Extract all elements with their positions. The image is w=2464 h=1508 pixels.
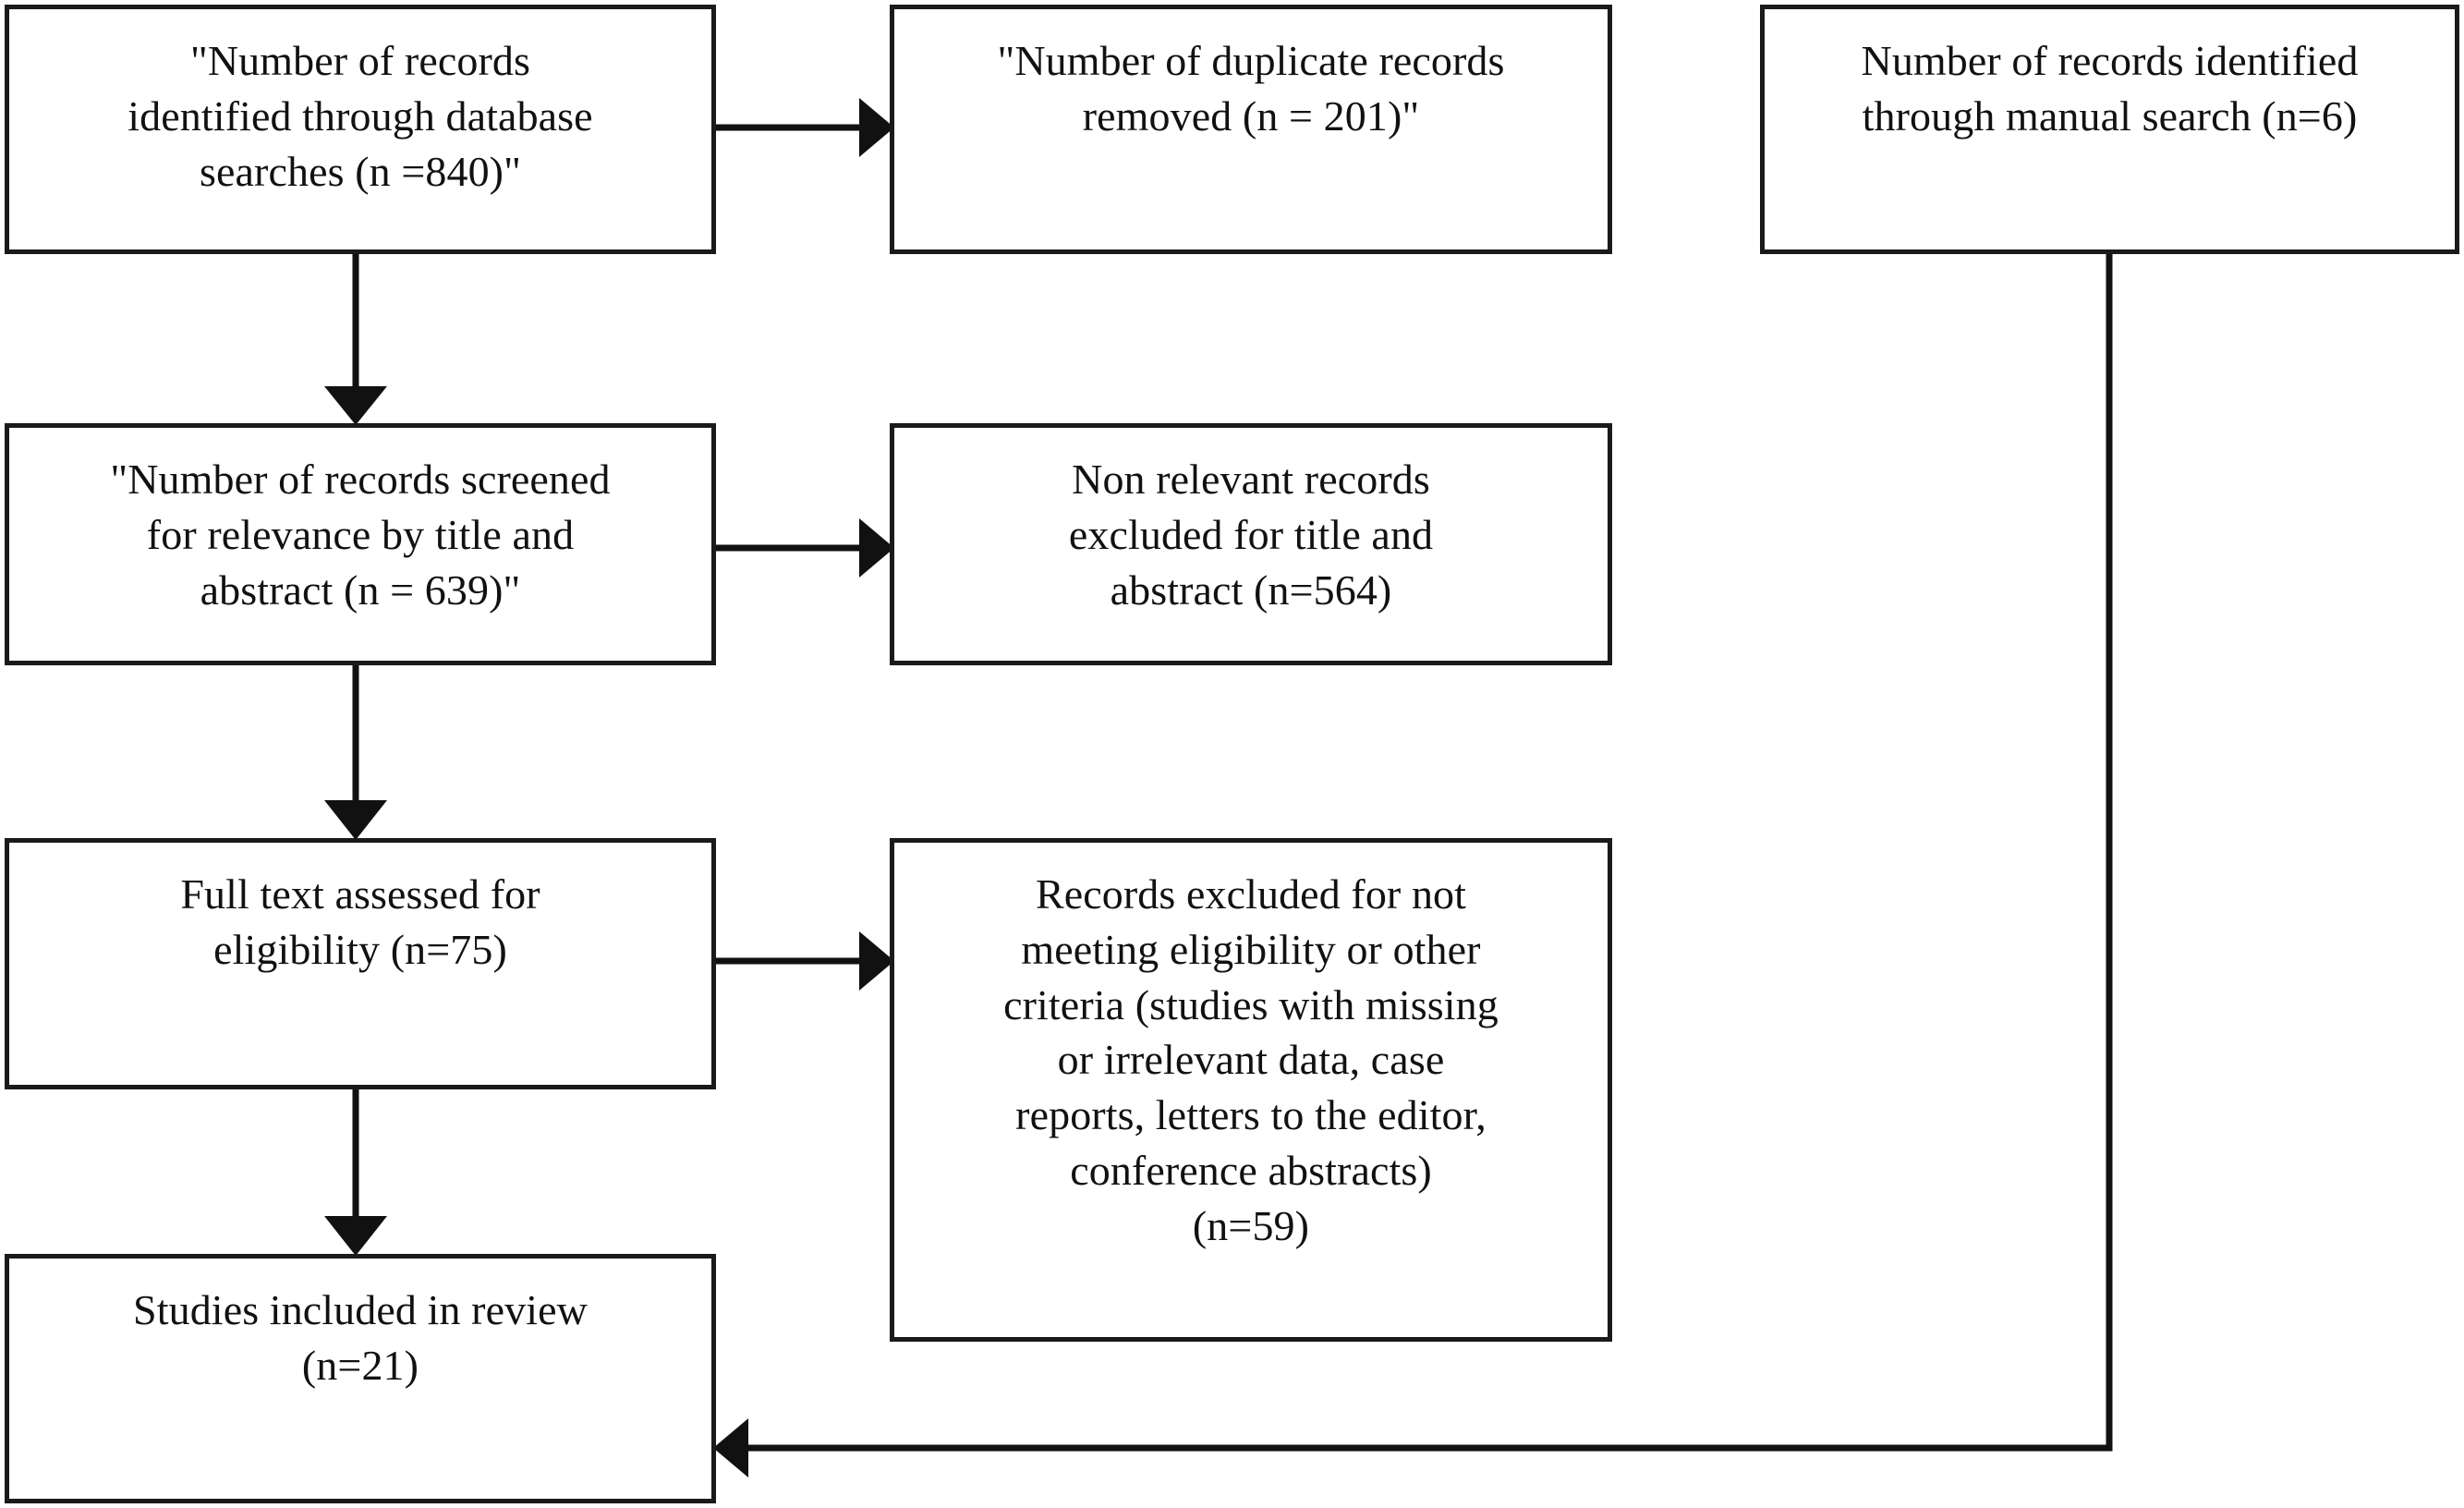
box-records-screened: "Number of records screened for relevanc… (5, 423, 716, 665)
connector-fulltext-to-included (324, 1089, 387, 1256)
connector-db-search-to-screened (324, 254, 387, 425)
box-records-excluded-eligibility: Records excluded for not meeting eligibi… (890, 838, 1612, 1342)
connector-screened-to-fulltext (324, 665, 387, 840)
connector-screened-to-nonrelevant (716, 518, 894, 578)
box-records-identified-manual: Number of records identified through man… (1760, 5, 2459, 254)
connector-db-search-to-duplicates (716, 98, 894, 157)
box-nonrelevant-records-excluded: Non relevant records excluded for title … (890, 423, 1612, 665)
box-duplicate-records-removed: "Number of duplicate records removed (n … (890, 5, 1612, 254)
box-studies-included: Studies included in review (n=21) (5, 1254, 716, 1503)
box-records-identified-database: "Number of records identified through da… (5, 5, 716, 254)
connector-fulltext-to-excluded (716, 931, 894, 991)
box-fulltext-assessed: Full text assessed for eligibility (n=75… (5, 838, 716, 1089)
